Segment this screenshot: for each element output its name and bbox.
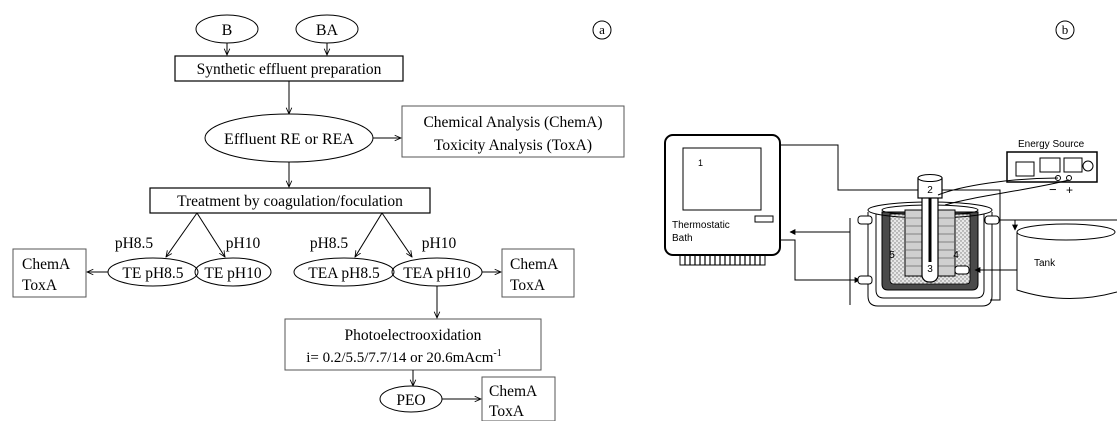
label-1: 1 — [698, 158, 703, 168]
treatment-label: Treatment by coagulation/foculation — [177, 193, 403, 210]
te10-label: TE pH10 — [204, 265, 262, 282]
ph10-left: pH10 — [226, 235, 261, 252]
ba-label: BA — [316, 22, 339, 39]
es-display-1 — [1015, 161, 1035, 177]
photoelectro-title: Photoelectrooxidation — [345, 327, 482, 344]
right-toxa: ToxA — [510, 277, 546, 294]
te10-node — [194, 257, 272, 287]
treatment-box — [149, 187, 431, 214]
left-analysis-box — [12, 248, 87, 298]
ph85-right: pH8.5 — [310, 235, 349, 252]
photoelectro-box — [284, 318, 542, 371]
flow-to-reactor — [780, 239, 861, 283]
arrow-to-tea85 — [355, 212, 383, 257]
reactor-inner-jacket — [875, 214, 985, 299]
reactor: 2 3 4 5 — [857, 174, 1000, 307]
analysis-box — [401, 105, 625, 158]
ph85-left: pH8.5 — [115, 235, 154, 252]
photoelectro-current: i= 0.2/5.5/7.7/14 or 20.6mAcm-1 — [306, 348, 502, 366]
terminal-plus — [1066, 175, 1072, 181]
arrow-to-te85 — [166, 212, 198, 257]
tea85-label: TEA pH8.5 — [308, 265, 380, 282]
bath-slot — [754, 215, 774, 223]
chem-analysis-label: Chemical Analysis (ChemA) — [423, 114, 602, 131]
wire-minus — [937, 177, 1059, 196]
panel-a-label-circle — [592, 20, 612, 40]
left-chema: ChemA — [22, 256, 71, 273]
thermo-line2: Bath — [672, 233, 693, 244]
thermo-line1: Thermostatic — [672, 220, 730, 231]
peo-toxa: ToxA — [489, 403, 525, 420]
synthetic-label: Synthetic effluent preparation — [197, 61, 382, 78]
label-3: 3 — [927, 264, 933, 275]
arrow-to-tea10 — [381, 212, 412, 257]
es-knob — [1082, 160, 1094, 172]
plus-sign: + — [1066, 183, 1073, 197]
tank-body — [1016, 232, 1117, 300]
minus-sign: − — [1049, 182, 1057, 197]
port-top-right — [984, 215, 1000, 225]
right-analysis-box — [501, 248, 575, 298]
es-display-2 — [1039, 157, 1061, 173]
es-display-3 — [1063, 157, 1083, 173]
port-bottom-left — [857, 275, 873, 285]
peo-label: PEO — [396, 392, 425, 409]
right-chema: ChemA — [510, 256, 559, 273]
energy-source-label: Energy Source — [1018, 139, 1085, 150]
tank-top — [1016, 223, 1116, 241]
left-toxa: ToxA — [22, 277, 58, 294]
label-2: 2 — [927, 185, 933, 196]
tox-analysis-label: Toxicity Analysis (ToxA) — [434, 137, 592, 154]
b-label: B — [222, 22, 233, 39]
effluent-label: Effluent RE or REA — [224, 131, 354, 148]
tank: Tank — [1016, 223, 1117, 300]
bath-grille — [679, 254, 766, 266]
peo-chema: ChemA — [489, 383, 538, 400]
te85-label: TE pH8.5 — [122, 265, 183, 282]
bath-grille-teeth — [684, 256, 761, 265]
panel-a-label: a — [599, 22, 605, 37]
label-5: 5 — [889, 250, 895, 261]
panel-a: a B BA Synthetic effluent preparation Ef… — [12, 14, 625, 421]
panel-b-label: b — [1062, 22, 1069, 37]
tea85-node — [293, 257, 395, 287]
thermostatic-bath: 1 Thermostatic Bath — [664, 134, 781, 266]
lamp-cap-top — [917, 174, 943, 182]
port-top-left — [857, 215, 873, 225]
arrow-to-te10 — [196, 212, 225, 257]
panel-b-label-circle — [1055, 20, 1075, 40]
bath-screen — [682, 147, 762, 211]
energy-source: Energy Source − + — [937, 139, 1098, 206]
right-bracket — [990, 210, 1001, 301]
panel-b: b 1 Thermostatic Bath — [664, 20, 1117, 307]
peo-analysis-box — [481, 376, 556, 421]
tea10-label: TEA pH10 — [403, 265, 471, 282]
wire-plus — [944, 179, 1070, 206]
label-4: 4 — [953, 250, 959, 261]
port-bottom-right — [954, 265, 970, 275]
ph10-right: pH10 — [422, 235, 457, 252]
tank-label: Tank — [1034, 258, 1056, 269]
cable-top — [780, 144, 1001, 210]
